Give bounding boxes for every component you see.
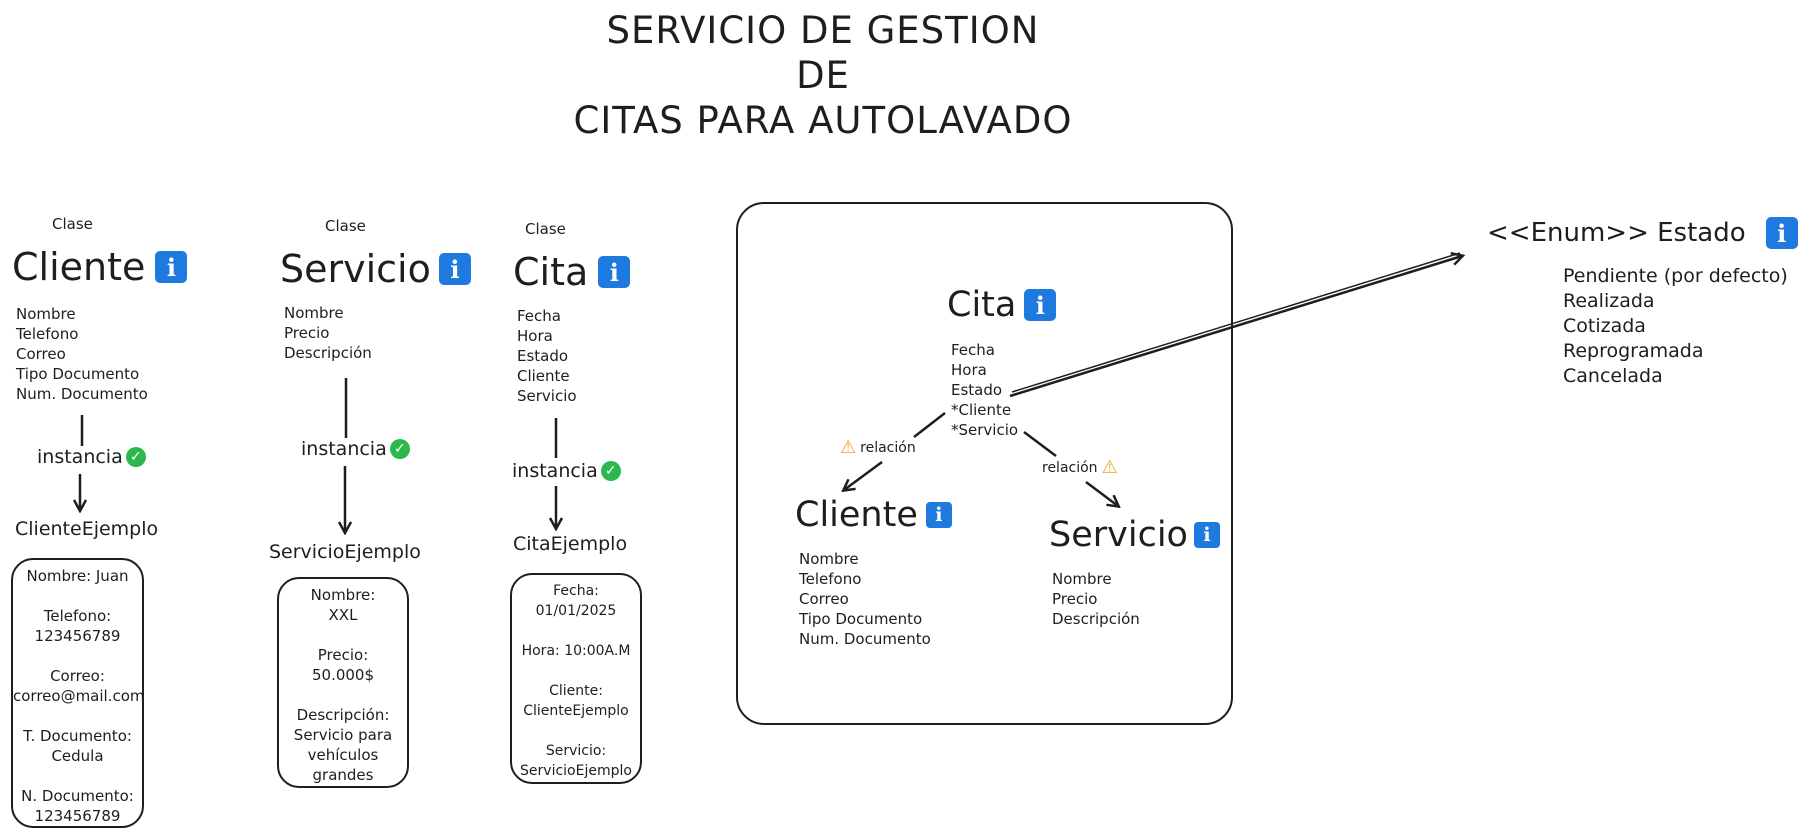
info-icon[interactable]: i: [155, 251, 188, 283]
attribute: Cliente: [517, 367, 570, 385]
relation-diagram-box: [736, 202, 1233, 725]
attribute: Fecha: [517, 307, 561, 325]
rel-servicio-header: Servicio i: [1049, 514, 1220, 556]
relation-text: relación: [860, 439, 916, 456]
info-icon[interactable]: i: [438, 253, 471, 285]
servicio-clase-label: Clase: [325, 217, 366, 235]
cliente-example-card: Nombre: Juan Telefono:123456789 Correo:c…: [11, 558, 145, 828]
attribute: Hora: [517, 327, 553, 345]
attribute: Nombre: [284, 304, 344, 322]
attribute: Precio: [284, 324, 330, 342]
attribute: Estado: [517, 347, 569, 365]
rel-cita-attributes: Fecha Hora Estado *Cliente *Servicio: [951, 340, 1018, 440]
enum-value: Realizada: [1563, 290, 1655, 312]
info-icon[interactable]: i: [1765, 217, 1798, 249]
card-field: Telefono:123456789: [34, 607, 121, 645]
card-field: Fecha:01/01/2025: [535, 583, 617, 619]
attribute: Correo: [16, 345, 66, 363]
cliente-class-name: Cliente: [12, 245, 146, 289]
instancia-text: instancia: [37, 446, 123, 468]
card-field: Correo:correo@mail.com: [13, 667, 145, 705]
attribute: Descripción: [1052, 610, 1140, 628]
enum-header: <<Enum>> Estado i: [1487, 217, 1798, 249]
attribute: Num. Documento: [16, 385, 148, 403]
card-field: Precio:50.000$: [311, 646, 375, 684]
attribute: *Servicio: [951, 421, 1019, 439]
cita-instancia-label: instancia ✓: [512, 460, 621, 482]
relation-label-servicio: relación ⚠: [1042, 457, 1118, 478]
enum-value: Pendiente (por defecto): [1563, 265, 1788, 287]
rel-cliente-name: Cliente: [795, 495, 918, 535]
attribute: Telefono: [16, 325, 79, 343]
servicio-class-header: Servicio i: [280, 247, 471, 291]
relation-text: relación: [1042, 459, 1098, 476]
servicio-instancia-label: instancia ✓: [301, 438, 410, 460]
card-field: Nombre: Juan: [26, 567, 129, 585]
info-icon[interactable]: i: [1193, 522, 1220, 548]
attribute: Servicio: [517, 387, 577, 405]
info-icon[interactable]: i: [1024, 289, 1057, 321]
card-field: Cliente:ClienteEjemplo: [523, 683, 629, 719]
check-icon: ✓: [389, 439, 410, 459]
servicio-attributes: Nombre Precio Descripción: [284, 303, 372, 363]
instancia-text: instancia: [301, 438, 387, 460]
cliente-attributes: Nombre Telefono Correo Tipo Documento Nu…: [16, 304, 148, 404]
attribute: Fecha: [951, 341, 995, 359]
servicio-class-name: Servicio: [280, 247, 431, 291]
card-field: Servicio:ServicioEjemplo: [520, 743, 632, 779]
card-field: Hora: 10:00A.M: [521, 643, 631, 659]
servicio-example-card: Nombre:XXL Precio:50.000$ Descripción:Se…: [277, 577, 409, 788]
rel-cita-name: Cita: [947, 285, 1017, 325]
cita-example-card: Fecha:01/01/2025 Hora: 10:00A.M Cliente:…: [510, 573, 642, 784]
info-icon[interactable]: i: [925, 502, 952, 528]
cita-class-header: Cita i: [513, 250, 631, 294]
diagram-title: SERVICIO DE GESTION DE CITAS PARA AUTOLA…: [573, 9, 1073, 142]
card-field: N. Documento:123456789: [21, 787, 134, 825]
rel-servicio-attributes: Nombre Precio Descripción: [1052, 569, 1140, 629]
instancia-text: instancia: [512, 460, 598, 482]
cliente-instancia-label: instancia ✓: [37, 446, 146, 468]
card-field: Nombre:XXL: [310, 586, 376, 624]
attribute: Num. Documento: [799, 630, 931, 648]
servicio-example-name: ServicioEjemplo: [269, 541, 421, 563]
rel-servicio-name: Servicio: [1049, 515, 1188, 555]
attribute: Tipo Documento: [799, 610, 923, 628]
attribute: Nombre: [1052, 570, 1112, 588]
attribute: Precio: [1052, 590, 1098, 608]
enum-value: Cotizada: [1563, 315, 1646, 337]
cita-class-name: Cita: [513, 250, 589, 294]
attribute: Tipo Documento: [16, 365, 140, 383]
attribute: Telefono: [799, 570, 862, 588]
attribute: Nombre: [16, 305, 76, 323]
attribute: Descripción: [284, 344, 372, 362]
relation-label-cliente: ⚠ relación: [840, 437, 916, 458]
rel-cita-header: Cita i: [947, 284, 1057, 326]
check-icon: ✓: [125, 447, 146, 467]
card-field: T. Documento:Cedula: [23, 727, 132, 765]
enum-value: Cancelada: [1563, 365, 1663, 387]
warning-icon: ⚠: [840, 437, 857, 458]
warning-icon: ⚠: [1101, 457, 1118, 478]
rel-cliente-attributes: Nombre Telefono Correo Tipo Documento Nu…: [799, 549, 931, 649]
enum-value: Reprogramada: [1563, 340, 1704, 362]
card-field: Descripción:Servicio para vehículos gran…: [293, 706, 393, 784]
cliente-clase-label: Clase: [52, 215, 93, 233]
cliente-class-header: Cliente i: [12, 245, 188, 289]
cita-example-name: CitaEjemplo: [513, 533, 628, 555]
attribute: Hora: [951, 361, 987, 379]
info-icon[interactable]: i: [598, 256, 631, 288]
enum-title: <<Enum>> Estado: [1487, 218, 1746, 248]
cita-attributes: Fecha Hora Estado Cliente Servicio: [517, 306, 577, 406]
attribute: Nombre: [799, 550, 859, 568]
enum-values: Pendiente (por defecto) Realizada Cotiza…: [1563, 264, 1788, 389]
attribute: Estado: [951, 381, 1003, 399]
cliente-example-name: ClienteEjemplo: [15, 518, 159, 540]
cita-clase-label: Clase: [525, 220, 566, 238]
rel-cliente-header: Cliente i: [795, 494, 952, 536]
attribute: Correo: [799, 590, 849, 608]
attribute: *Cliente: [951, 401, 1012, 419]
check-icon: ✓: [600, 461, 621, 481]
